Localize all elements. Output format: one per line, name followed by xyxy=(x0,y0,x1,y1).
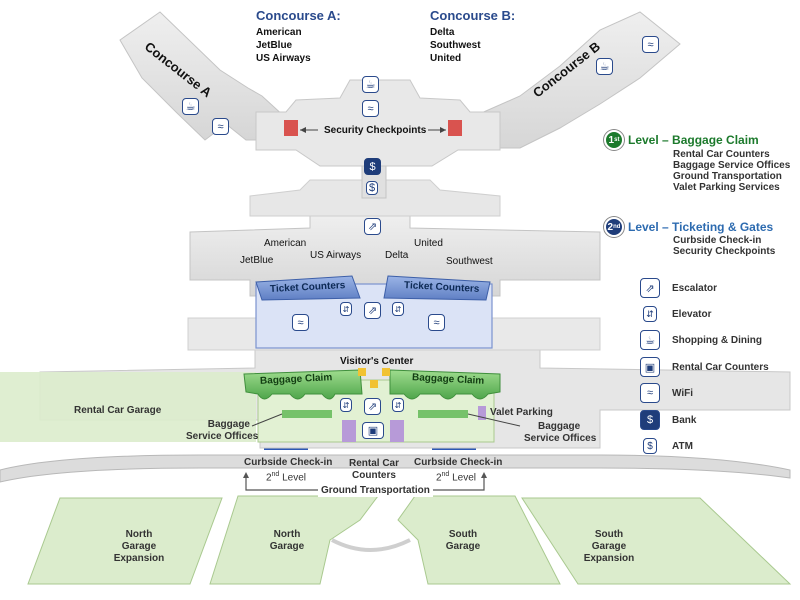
baggage-service-offices-right: Baggage Service Offices xyxy=(524,421,597,444)
escalator-icon: ⇗ xyxy=(364,398,381,415)
wifi-icon: ≈ xyxy=(292,314,309,331)
rental-car-garage-area xyxy=(0,372,256,442)
escalator-icon: ⇗ xyxy=(640,278,660,298)
wifi-icon: ≈ xyxy=(428,314,445,331)
level-2-items: Curbside Check-in Security Checkpoints xyxy=(673,235,776,257)
north-garage-label: North Garage xyxy=(269,529,305,552)
ticketing-airline-delta: Delta xyxy=(385,250,409,261)
security-checkpoint-a xyxy=(284,120,298,136)
ticketing-airline-united: United xyxy=(414,238,443,249)
north-garage-expansion-label: North Garage Expansion xyxy=(113,529,165,564)
legend-elevator: ⇵ Elevator xyxy=(640,304,711,324)
baggage-office-right xyxy=(418,410,468,418)
curbside-checkin-right: Curbside Check-in 2nd Level xyxy=(414,457,503,484)
rental-car-counter-right xyxy=(390,420,404,442)
shopping-dining-icon: ☕ xyxy=(640,330,660,350)
concourse-b-building xyxy=(469,11,681,149)
escalator-icon: ⇗ xyxy=(364,302,381,319)
central-hub xyxy=(255,79,501,167)
shopping-dining-icon: ☕ xyxy=(596,58,613,75)
wifi-icon: ≈ xyxy=(212,118,229,135)
legend-bank: $ Bank xyxy=(640,410,696,430)
concourse-b-airline: Delta xyxy=(430,27,455,38)
elevator-icon: ⇵ xyxy=(643,306,657,322)
security-checkpoints-label: Security Checkpoints xyxy=(324,125,427,136)
ticketing-airline-southwest: Southwest xyxy=(446,256,493,267)
legend-atm: $ ATM xyxy=(640,436,693,456)
baggage-service-offices-left: Baggage Service Offices xyxy=(186,419,259,442)
garages xyxy=(27,495,792,585)
ticket-counters-band-right xyxy=(383,275,491,301)
atm-icon: $ xyxy=(366,181,378,195)
wifi-icon: ≈ xyxy=(640,383,660,403)
escalator-icon: ⇗ xyxy=(364,218,381,235)
concourse-a-heading: Concourse A: xyxy=(256,8,341,23)
concourse-b-airlines: Delta Southwest United xyxy=(430,26,481,65)
legend-escalator: ⇗ Escalator xyxy=(640,278,717,298)
ticketing-airline-jetblue: JetBlue xyxy=(240,255,274,266)
ground-transportation-label: Ground Transportation xyxy=(318,485,433,497)
ticket-counters-band-left xyxy=(255,275,361,301)
concourse-b-airline: Southwest xyxy=(430,40,481,51)
south-garage-label: South Garage xyxy=(445,529,481,552)
level-1-items: Rental Car Counters Baggage Service Offi… xyxy=(673,149,791,193)
concourse-a-airline: American xyxy=(256,27,302,38)
elevator-icon: ⇵ xyxy=(392,302,404,316)
legend-wifi: ≈ WiFi xyxy=(640,383,693,403)
garage-connector-road xyxy=(331,538,411,552)
legend-rental-car: ▣ Rental Car Counters xyxy=(640,357,769,377)
level-2-title: Level – Ticketing & Gates xyxy=(628,220,774,234)
elevator-icon: ⇵ xyxy=(392,398,404,412)
wifi-icon: ≈ xyxy=(642,36,659,53)
legend-shopping-dining: ☕ Shopping & Dining xyxy=(640,330,762,350)
valet-parking-label: Valet Parking xyxy=(490,407,553,418)
visitors-center-label: Visitor's Center xyxy=(340,356,414,367)
elevator-icon: ⇵ xyxy=(340,302,352,316)
security-checkpoint-b xyxy=(448,120,462,136)
concourse-a-airline: JetBlue xyxy=(256,40,293,51)
bank-icon: $ xyxy=(640,410,660,430)
rental-car-garage-label: Rental Car Garage xyxy=(74,405,162,416)
elevator-icon: ⇵ xyxy=(340,398,352,412)
level-1-title: Level – Baggage Claim xyxy=(628,133,759,147)
ticketing-airline-us-airways: US Airways xyxy=(310,250,362,261)
rental-car-icon: ▣ xyxy=(640,357,660,377)
shopping-dining-icon: ☕ xyxy=(182,98,199,115)
valet-parking-marker xyxy=(478,406,486,420)
curbside-checkin-left: Curbside Check-in 2nd Level xyxy=(244,457,333,484)
concourse-b-airline: United xyxy=(430,53,462,64)
atm-icon: $ xyxy=(643,438,657,454)
baggage-office-left xyxy=(282,410,332,418)
shopping-dining-icon: ☕ xyxy=(362,76,379,93)
concourse-a-airline: US Airways xyxy=(256,53,311,64)
north-garage-expansion-shape xyxy=(27,497,223,585)
rental-car-counters-label: Rental Car Counters xyxy=(348,458,399,481)
south-garage-expansion-label: South Garage Expansion xyxy=(583,529,635,564)
south-garage-shape xyxy=(397,495,561,585)
south-garage-expansion-shape xyxy=(521,497,792,585)
ticketing-airline-american: American xyxy=(264,238,307,249)
concourse-a-airlines: American JetBlue US Airways xyxy=(256,26,311,65)
rental-car-icon: ▣ xyxy=(362,422,384,439)
curbside-roadway xyxy=(0,454,791,483)
concourse-b-heading: Concourse B: xyxy=(430,8,516,23)
rental-car-counter-left xyxy=(342,420,356,442)
visitors-center-marker xyxy=(358,368,366,376)
bank-icon: $ xyxy=(364,158,381,175)
baggage-claim-band-left xyxy=(243,369,363,400)
baggage-claim-band-right xyxy=(389,369,501,400)
wifi-icon: ≈ xyxy=(362,100,379,117)
